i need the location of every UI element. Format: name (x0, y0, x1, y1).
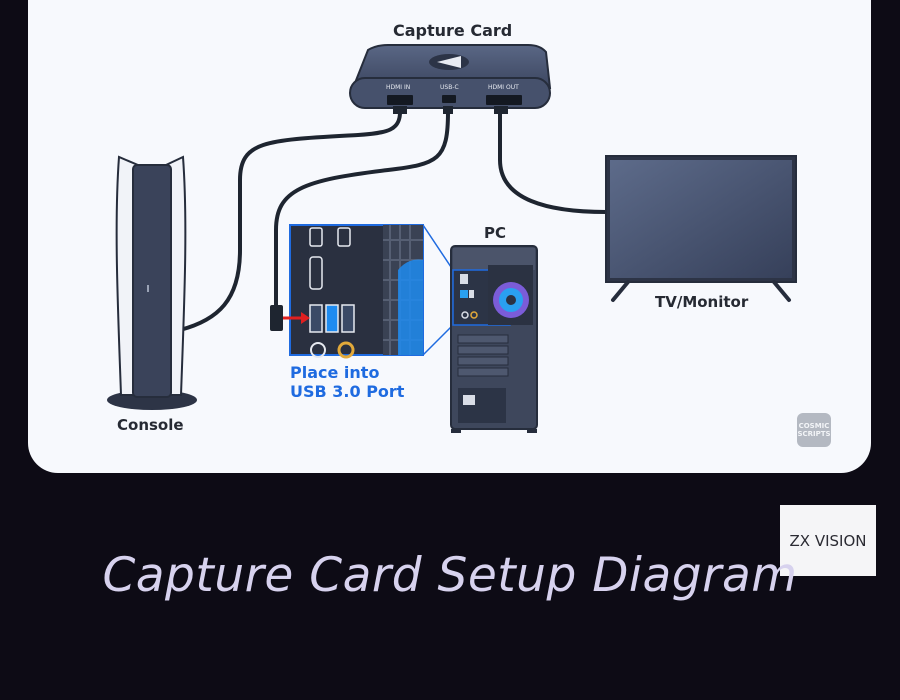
brand-chip-line: COSMIC (798, 422, 830, 430)
tv-monitor-label: TV/Monitor (655, 293, 749, 311)
usb-c-port-label: USB-C (440, 84, 459, 91)
usb-note-line: Place into (290, 363, 380, 382)
console-label: Console (117, 416, 184, 434)
pc-label: PC (484, 224, 507, 242)
cable-hdmi-out-to-tv (498, 110, 608, 214)
usb-note-line: USB 3.0 Port (290, 382, 405, 401)
cables (178, 110, 608, 332)
brand-logo-chip: COSMIC SCRIPTS (797, 413, 831, 447)
insert-arrow (283, 312, 310, 324)
console-device (107, 155, 197, 410)
tv-monitor-device (605, 155, 797, 302)
caption-title: Capture Card Setup Diagram (102, 548, 798, 603)
hdmi-in-port-label: HDMI IN (386, 84, 411, 91)
diagram-card: Capture Card HDMI IN USB-C HDMI OUT Cons… (28, 0, 871, 473)
brand-chip-line: SCRIPTS (797, 430, 831, 438)
usb-port-zoom-panel (289, 224, 424, 359)
hdmi-out-port-label: HDMI OUT (488, 84, 519, 91)
zoom-guide-lines (422, 224, 454, 356)
capture-card-device (349, 44, 552, 114)
cable-usb-to-pc (274, 110, 450, 312)
pc-tower-device (450, 245, 538, 433)
watermark-badge: ZX VISION (780, 505, 876, 576)
setup-diagram-graphic (107, 44, 797, 433)
usb-plug (270, 305, 283, 331)
cable-console-to-hdmi-in (178, 110, 402, 332)
usb-port-instruction: Place into USB 3.0 Port (290, 363, 404, 401)
capture-card-label: Capture Card (393, 21, 513, 40)
